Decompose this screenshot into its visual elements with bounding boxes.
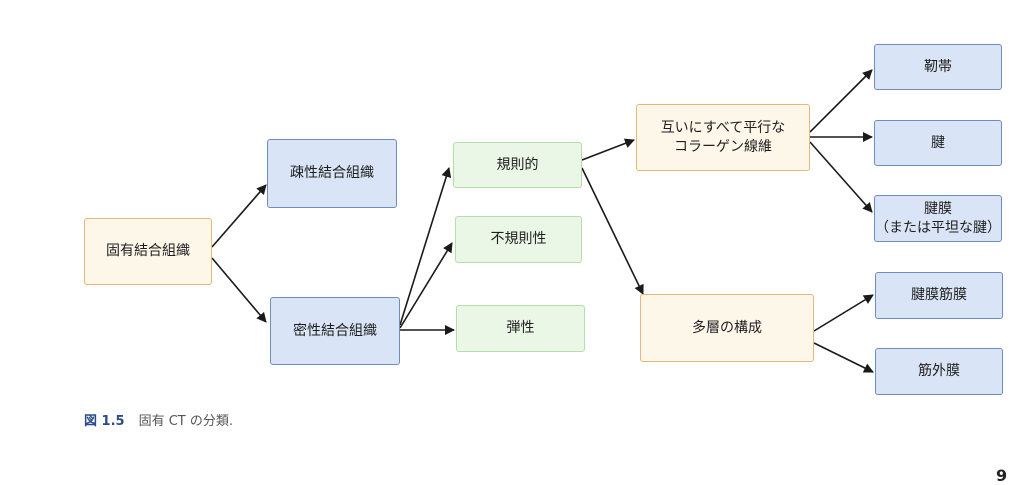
node-sosei-ketsugo-soshiki: 疎性結合組織: [267, 139, 397, 208]
arrow-missei-kisokuteki: [399, 167, 452, 326]
node-label: 密性結合組織: [293, 322, 377, 339]
arrow-koyu-missei: [211, 257, 267, 323]
node-label-line1: 互いにすべて平行な: [660, 119, 786, 136]
node-missei-ketsugo-soshiki: 密性結合組織: [270, 297, 400, 365]
node-label: 疎性結合組織: [290, 165, 374, 181]
page-number: 9: [996, 466, 1008, 485]
node-label: 不規則性: [490, 231, 547, 247]
node-label-line2: コラーゲン線維: [674, 138, 772, 155]
figure-number: 図 1.5: [84, 414, 125, 429]
node-kingaimaku: 筋外膜: [875, 348, 1003, 395]
node-label-line1: 腱膜: [924, 200, 952, 217]
node-kenmaku: 腱膜 （または平坦な腱）: [874, 195, 1002, 242]
node-label: 腱膜筋膜: [911, 287, 967, 303]
node-label: 弾性: [506, 320, 535, 336]
node-label: 腱: [931, 134, 945, 151]
arrow-koyu-sosei: [211, 184, 267, 248]
arrow-heikou-kenmaku: [809, 141, 873, 213]
arrow-missei-fukisokusei: [399, 242, 453, 329]
node-label: 多層の構成: [692, 319, 762, 336]
node-kenmaku-kinmaku: 腱膜筋膜: [875, 272, 1003, 319]
node-label: 筋外膜: [918, 363, 960, 379]
arrow-tasou-kingaimaku: [813, 342, 874, 373]
node-label-line2: （または平坦な腱）: [875, 219, 1001, 236]
arrow-heikou-jintai: [809, 69, 873, 133]
node-dansei: 弾性: [456, 305, 585, 352]
node-tasou-kousei: 多層の構成: [640, 294, 814, 362]
node-koyu-ketsugo-soshiki: 固有結合組織: [84, 218, 212, 285]
node-ken: 腱: [874, 120, 1002, 166]
figure-caption-text: 固有 CT の分類.: [138, 414, 233, 429]
arrow-kisokuteki-heikou: [581, 138, 635, 161]
figure-caption: 図 1.5 固有 CT の分類.: [84, 410, 233, 429]
arrow-kisokuteki-tasou: [581, 167, 644, 295]
node-jintai: 靭帯: [874, 44, 1002, 90]
node-fukisokusei: 不規則性: [455, 216, 582, 263]
node-label: 固有結合組織: [106, 243, 190, 259]
node-label: 靭帯: [924, 58, 952, 75]
node-heikou-collagen: 互いにすべて平行な コラーゲン線維: [636, 104, 810, 171]
node-kisokuteki: 規則的: [453, 142, 582, 188]
arrow-tasou-kenmaku-kinmaku: [813, 294, 874, 332]
node-label: 規則的: [496, 156, 539, 173]
